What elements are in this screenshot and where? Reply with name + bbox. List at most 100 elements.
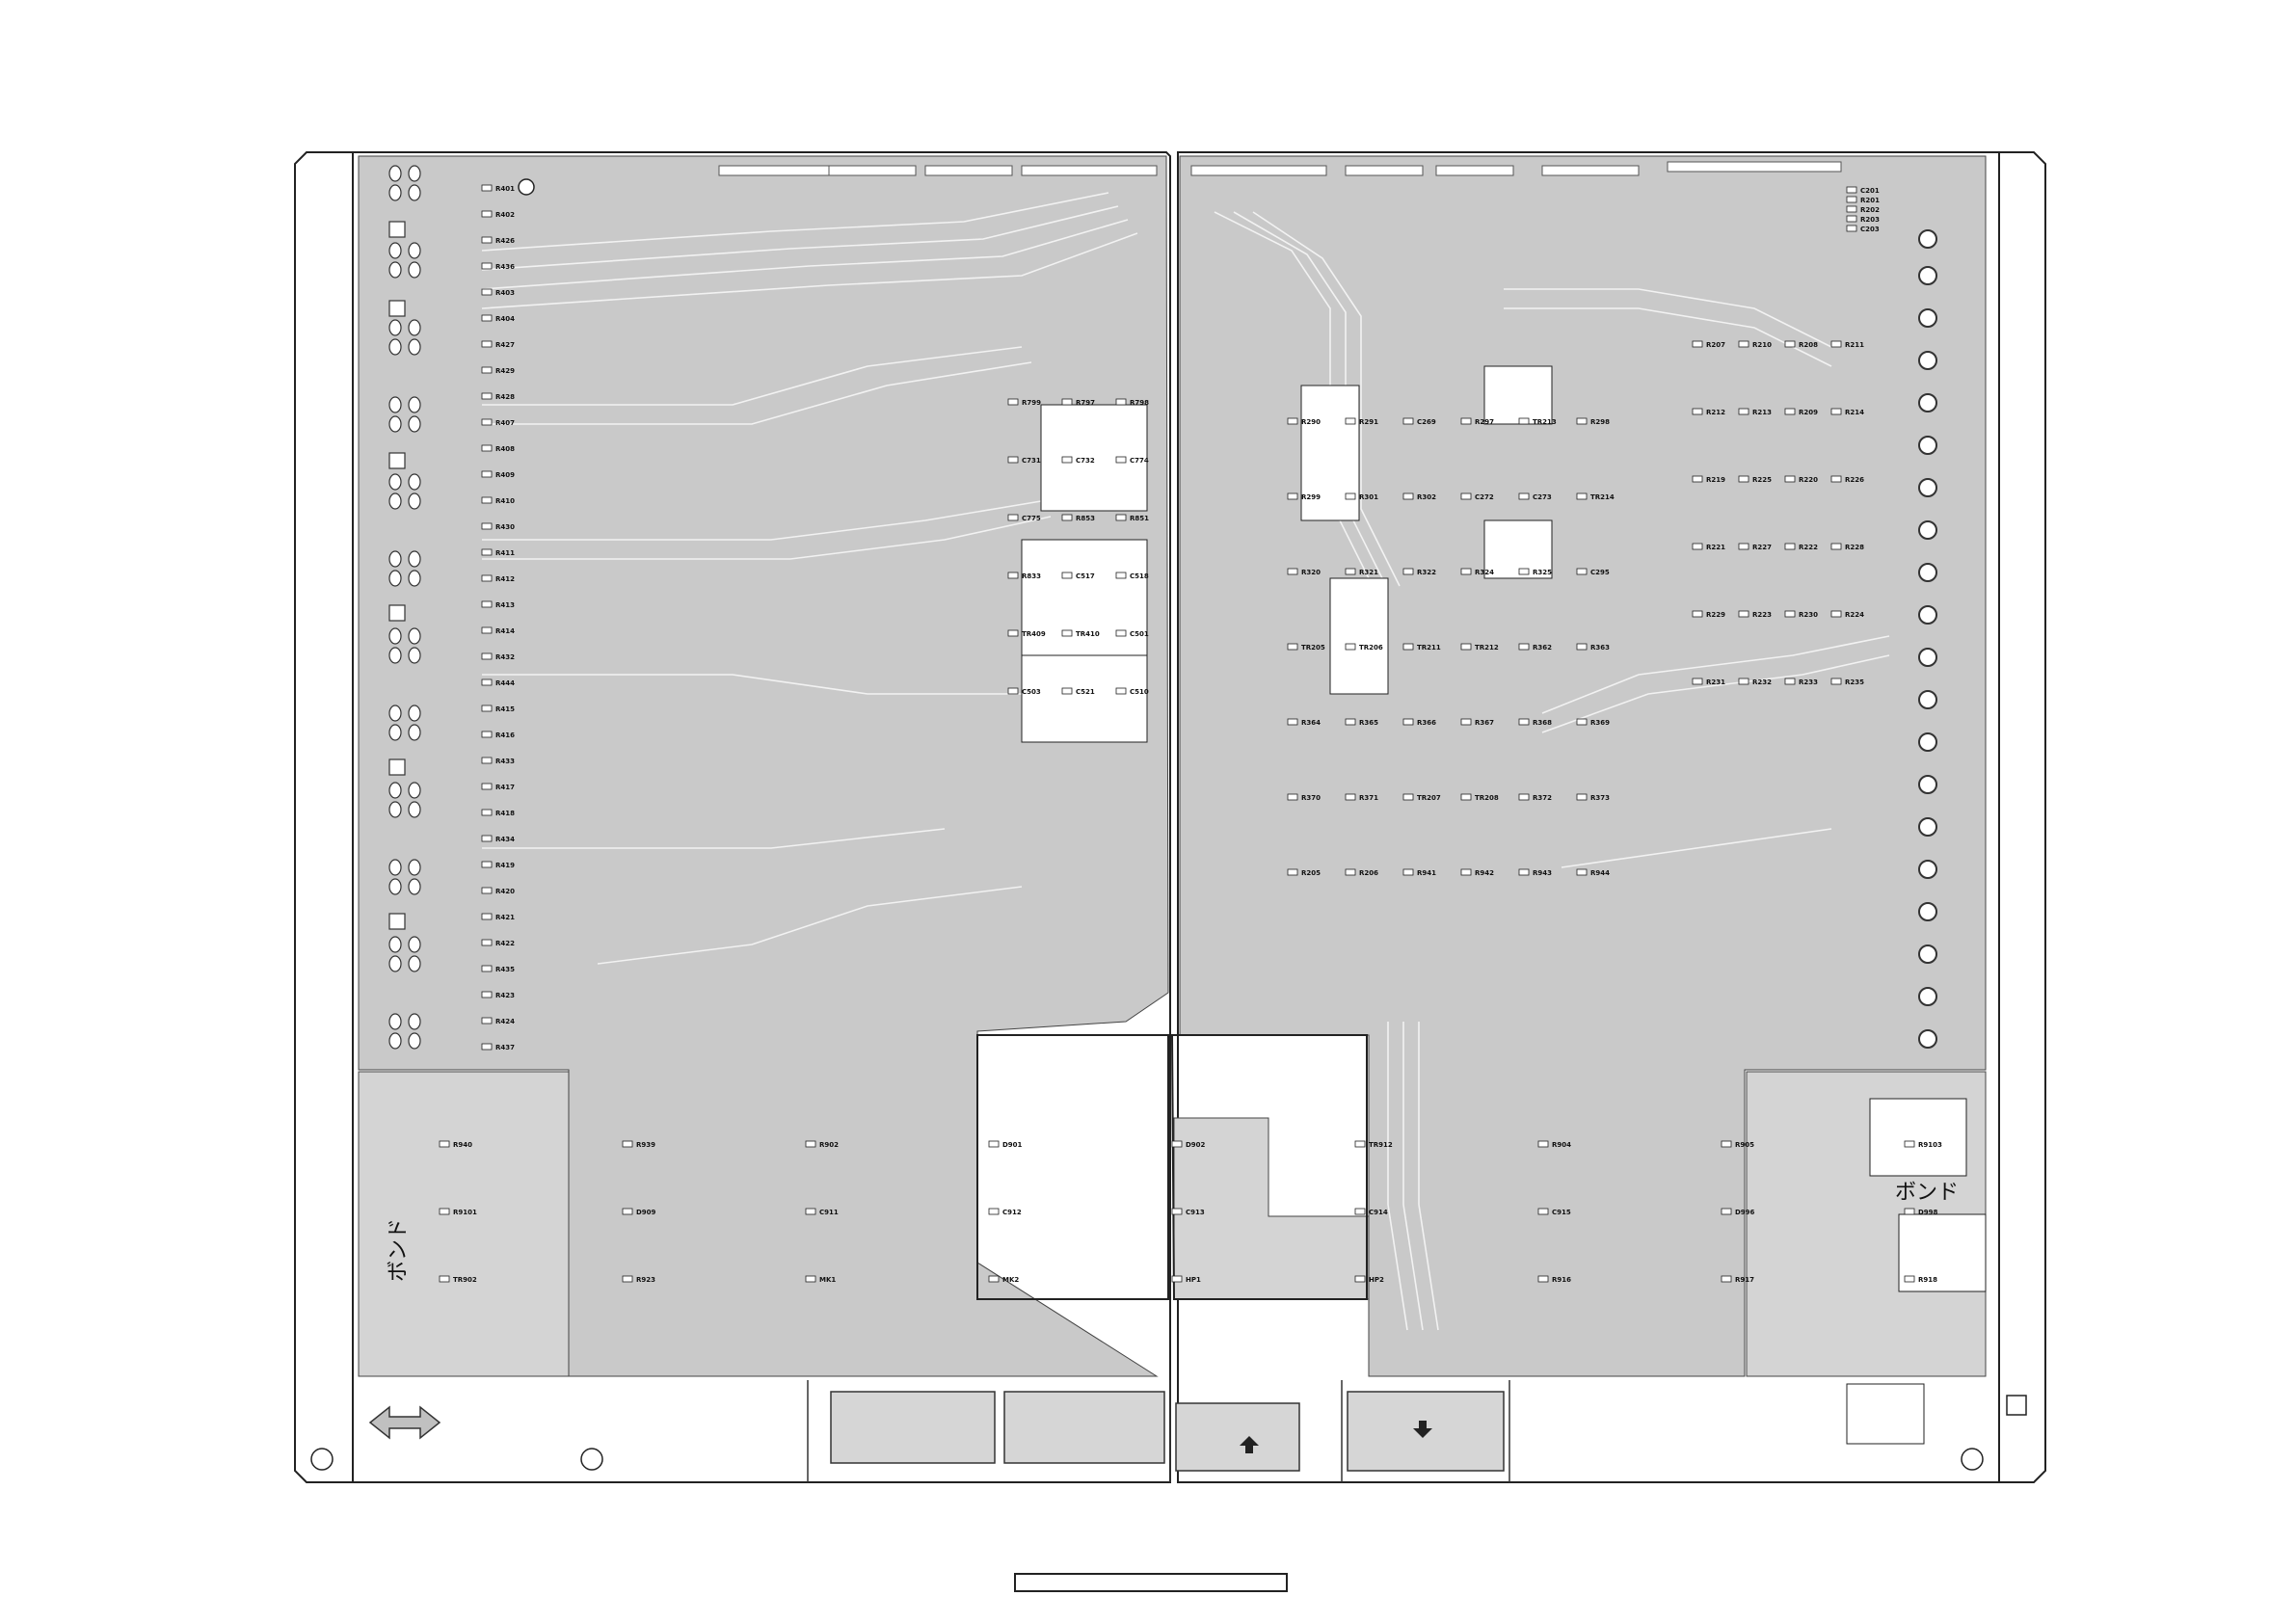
component-pad bbox=[1171, 1208, 1183, 1215]
component-pad bbox=[1830, 475, 1842, 483]
component-pad bbox=[1738, 408, 1749, 415]
component-pad bbox=[1345, 568, 1356, 575]
component-pad bbox=[1784, 543, 1796, 550]
bottom-connectors bbox=[807, 1380, 1510, 1482]
component-label: TR214 bbox=[1590, 493, 1615, 501]
component-pad bbox=[1460, 643, 1472, 651]
component-label: C503 bbox=[1022, 688, 1041, 696]
component-pad bbox=[1460, 793, 1472, 801]
component-pad bbox=[1171, 1275, 1183, 1283]
component-pad bbox=[1345, 643, 1356, 651]
component-label: R221 bbox=[1706, 544, 1725, 551]
component-pad bbox=[1738, 610, 1749, 618]
component-pad bbox=[1115, 398, 1127, 406]
component-pad bbox=[1402, 643, 1414, 651]
component-pad bbox=[481, 366, 493, 374]
component-label: C915 bbox=[1552, 1209, 1571, 1216]
component-pad bbox=[1007, 456, 1019, 464]
component-label: R363 bbox=[1590, 644, 1610, 652]
component-label: C203 bbox=[1860, 226, 1880, 233]
component-pad bbox=[1738, 475, 1749, 483]
component-pad bbox=[1287, 568, 1298, 575]
component-pad bbox=[1115, 572, 1127, 579]
component-label: C201 bbox=[1860, 187, 1880, 195]
component-label: C911 bbox=[819, 1209, 839, 1216]
component-pad bbox=[1007, 629, 1019, 637]
component-label: R904 bbox=[1552, 1141, 1571, 1149]
component-pad bbox=[1576, 568, 1588, 575]
component-label: R298 bbox=[1590, 418, 1610, 426]
component-label: R371 bbox=[1359, 794, 1378, 802]
component-label: R233 bbox=[1799, 678, 1818, 686]
component-label: TR212 bbox=[1475, 644, 1499, 652]
component-pad bbox=[481, 600, 493, 608]
component-label: R412 bbox=[495, 575, 515, 583]
component-pad bbox=[1402, 718, 1414, 726]
component-label: R401 bbox=[495, 185, 515, 193]
component-label: TR409 bbox=[1022, 630, 1046, 638]
component-label: R302 bbox=[1417, 493, 1436, 501]
component-pad bbox=[1576, 492, 1588, 500]
component-pad bbox=[1846, 196, 1857, 203]
component-pad bbox=[1007, 687, 1019, 695]
component-label: R225 bbox=[1752, 476, 1772, 484]
component-pad bbox=[1007, 398, 1019, 406]
component-label: R235 bbox=[1845, 678, 1864, 686]
component-label: R942 bbox=[1475, 869, 1494, 877]
component-pad bbox=[481, 262, 493, 270]
component-label: R437 bbox=[495, 1044, 515, 1051]
component-label: R420 bbox=[495, 888, 515, 895]
component-label: R418 bbox=[495, 810, 515, 817]
component-pad bbox=[1354, 1140, 1366, 1148]
component-pad bbox=[1784, 610, 1796, 618]
component-label: R414 bbox=[495, 627, 515, 635]
component-label: R416 bbox=[495, 732, 515, 739]
component-label: R9103 bbox=[1918, 1141, 1942, 1149]
component-label: R224 bbox=[1845, 611, 1864, 619]
component-pad bbox=[481, 626, 493, 634]
component-label: R320 bbox=[1301, 569, 1321, 576]
component-label: TR206 bbox=[1359, 644, 1383, 652]
component-label: R851 bbox=[1130, 515, 1149, 522]
component-label: R209 bbox=[1799, 409, 1818, 416]
component-label: R429 bbox=[495, 367, 515, 375]
component-pad bbox=[481, 809, 493, 816]
component-label: C775 bbox=[1022, 515, 1041, 522]
component-pad bbox=[481, 522, 493, 530]
component-pad bbox=[481, 757, 493, 764]
component-label: R227 bbox=[1752, 544, 1772, 551]
component-pad bbox=[1402, 568, 1414, 575]
component-pad bbox=[1518, 718, 1530, 726]
component-pad bbox=[1830, 340, 1842, 348]
component-label: R226 bbox=[1845, 476, 1864, 484]
component-label: R941 bbox=[1417, 869, 1436, 877]
component-pad bbox=[481, 861, 493, 868]
component-pad bbox=[481, 939, 493, 946]
component-pad bbox=[481, 835, 493, 842]
component-label: R407 bbox=[495, 419, 515, 427]
component-label: R373 bbox=[1590, 794, 1610, 802]
component-label: TR410 bbox=[1076, 630, 1100, 638]
component-pad bbox=[1518, 492, 1530, 500]
component-label: R202 bbox=[1860, 206, 1880, 214]
component-pad bbox=[439, 1208, 450, 1215]
component-label: R368 bbox=[1533, 719, 1552, 727]
component-pad bbox=[481, 731, 493, 738]
component-pad bbox=[805, 1208, 816, 1215]
component-label: R322 bbox=[1417, 569, 1436, 576]
component-pad bbox=[1537, 1208, 1549, 1215]
component-pad bbox=[1460, 568, 1472, 575]
component-label: R923 bbox=[636, 1276, 655, 1284]
component-label: R426 bbox=[495, 237, 515, 245]
component-label: R365 bbox=[1359, 719, 1378, 727]
component-label: R230 bbox=[1799, 611, 1818, 619]
component-label: R366 bbox=[1417, 719, 1436, 727]
component-pad bbox=[1287, 643, 1298, 651]
component-label: C518 bbox=[1130, 572, 1149, 580]
component-pad bbox=[1354, 1208, 1366, 1215]
component-pad bbox=[1721, 1140, 1732, 1148]
component-label: D996 bbox=[1735, 1209, 1755, 1216]
component-pad bbox=[1784, 678, 1796, 685]
